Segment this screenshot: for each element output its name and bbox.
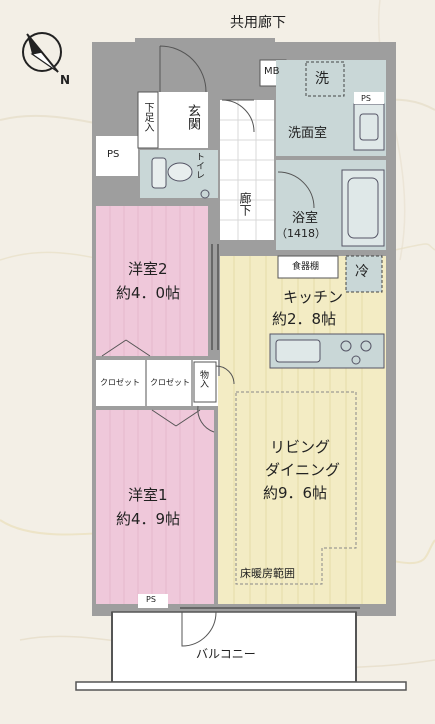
bathroom-size-label: （1418）: [276, 227, 326, 240]
storage: [193, 361, 217, 403]
ps-left-label: PS: [107, 149, 120, 160]
closet1-label: クロゼット: [100, 378, 140, 387]
entrance-label: 玄関: [185, 104, 200, 130]
floor-heating-label: 床暖房範囲: [240, 567, 295, 580]
bathroom-label: 浴室: [292, 211, 319, 226]
compass-icon: N: [22, 32, 70, 86]
kitchen-label: キッチン: [283, 288, 344, 306]
ps-top-label: PS: [361, 94, 371, 103]
bedroom1-size-label: 約4．9帖: [116, 510, 181, 528]
living-label-line2: ダイニング: [265, 461, 341, 479]
toilet-label: トイレ: [194, 152, 204, 179]
storage-label: 物入: [198, 370, 208, 388]
washer-icon: 洗: [315, 71, 329, 87]
balcony: [111, 611, 357, 683]
closet2-label: クロゼット: [150, 378, 190, 387]
living-size-label: 約9．6帖: [263, 484, 328, 502]
hallway-floor: [220, 100, 274, 240]
shoe-storage: [137, 91, 159, 149]
mb-label: MB: [264, 66, 280, 77]
fridge-label: 冷: [355, 264, 369, 280]
washroom-label: 洗面室: [288, 126, 328, 141]
hallway-label: 廊下: [238, 192, 252, 216]
living-floor: [218, 376, 386, 604]
balcony-label: バルコニー: [196, 647, 256, 661]
kitchen-size-label: 約2．8帖: [272, 310, 337, 328]
living-label-line1: リビング: [270, 438, 331, 456]
ps-bottom-label: PS: [146, 595, 156, 604]
cupboard-label: 食器棚: [292, 262, 320, 272]
cupboard: [277, 255, 339, 279]
common-corridor-label: 共用廊下: [230, 15, 286, 31]
bedroom1-floor: [96, 410, 214, 604]
bedroom2-size-label: 約4．0帖: [116, 284, 181, 302]
bedroom2-label: 洋室2: [128, 260, 168, 278]
shoe-storage-label: 下足入: [142, 102, 153, 132]
bedroom1-label: 洋室1: [128, 486, 168, 504]
fridge: [345, 255, 383, 293]
svg-text:N: N: [60, 73, 70, 86]
